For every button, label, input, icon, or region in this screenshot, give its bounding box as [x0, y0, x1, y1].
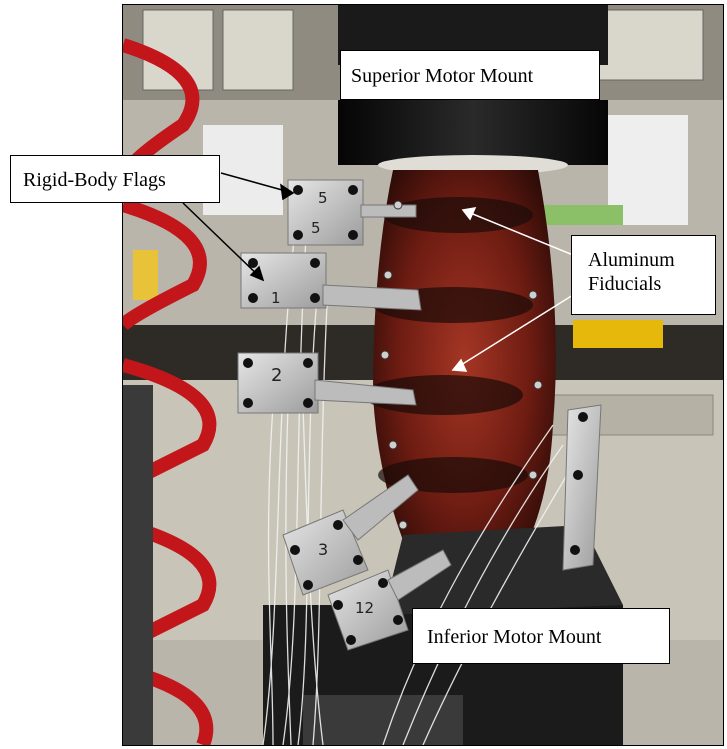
fiducial-arrows — [451, 207, 574, 372]
flag-number-second: 1 — [271, 289, 281, 307]
superior-motor-mount-label: Superior Motor Mount — [340, 50, 600, 100]
flag-number-top-lower: 5 — [311, 219, 321, 237]
flag-number-top: 5 — [318, 189, 328, 207]
annotation-arrows — [182, 172, 295, 282]
aluminum-fiducials — [380, 200, 543, 530]
flag-number-fourth: 3 — [318, 540, 328, 559]
rigid-body-flag-6 — [562, 404, 602, 571]
aluminum-fiducials-label: Aluminum Fiducials — [571, 235, 716, 315]
yellow-device — [573, 320, 663, 348]
rigid-body-flag-5 — [327, 549, 452, 651]
yellow-container — [133, 250, 158, 300]
rigid-body-flag-4 — [282, 474, 419, 596]
superior-motor-mount — [338, 100, 608, 165]
flag-number-fifth: 12 — [355, 599, 374, 617]
rigid-body-flag-1 — [287, 179, 417, 246]
aluminum-label-line-2: Fiducials — [588, 273, 662, 295]
rigid-body-flags-label: Rigid-Body Flags — [10, 155, 220, 203]
support-rod — [123, 385, 153, 745]
aluminum-label-line-1: Aluminum — [588, 249, 675, 271]
rigid-body-flag-2 — [240, 252, 422, 311]
inferior-motor-mount-label: Inferior Motor Mount — [412, 608, 670, 664]
flag-number-third: 2 — [271, 365, 282, 386]
rigid-body-flag-3 — [237, 352, 417, 414]
